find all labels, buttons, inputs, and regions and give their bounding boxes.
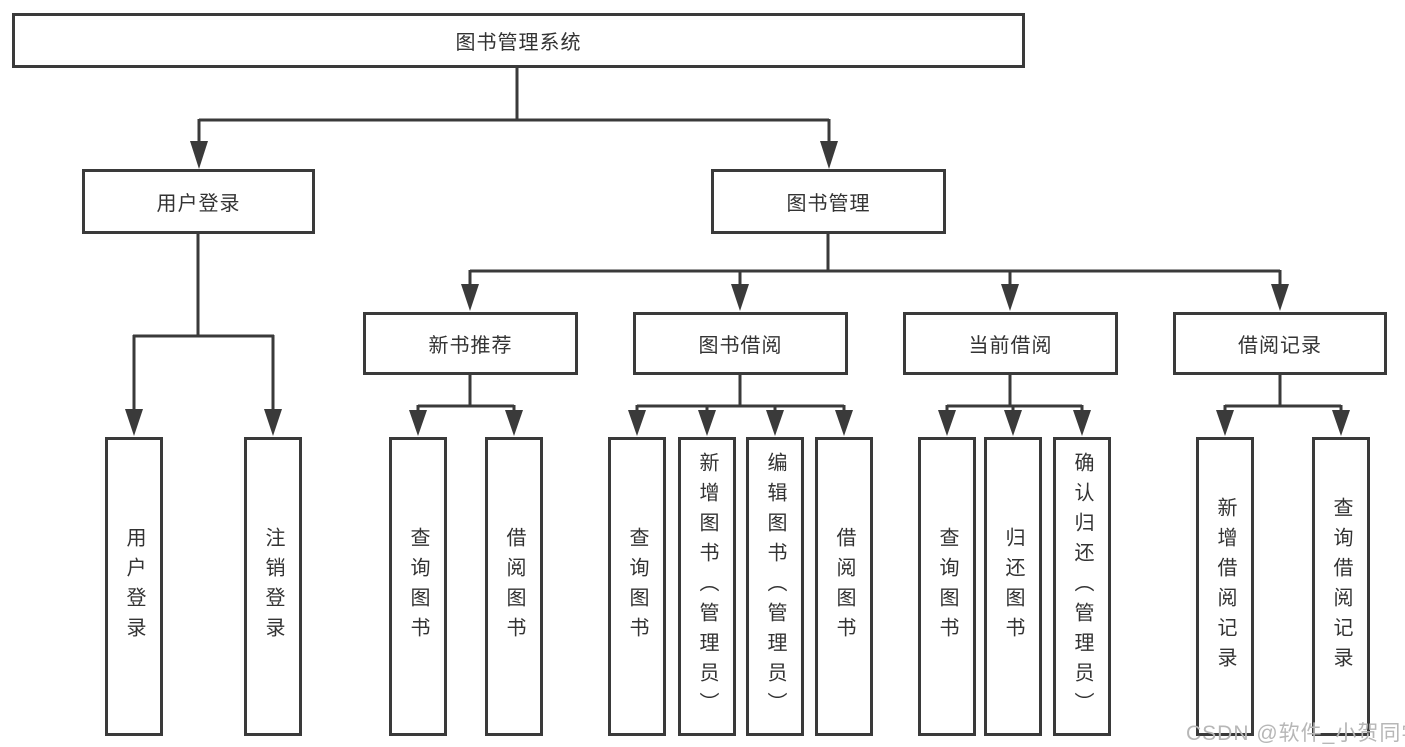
node-label: 注销登录 <box>262 526 284 647</box>
node-label: 借阅记录 <box>1238 335 1322 357</box>
node-current-borrowing: 当前借阅 <box>903 312 1118 375</box>
node-label: 图书借阅 <box>698 335 783 357</box>
node-label: 查询借阅记录 <box>1330 496 1352 677</box>
node-label: 归还图书 <box>1002 526 1024 647</box>
node-leaf-query-borrow-record: 查询借阅记录 <box>1312 437 1370 736</box>
node-label: 查询图书 <box>936 526 958 647</box>
node-leaf-logout: 注销登录 <box>244 437 302 736</box>
node-root-system: 图书管理系统 <box>12 13 1025 68</box>
node-leaf-user-login: 用户登录 <box>105 437 163 736</box>
node-label: 用户登录 <box>123 526 145 647</box>
node-label: 借阅图书 <box>503 526 525 647</box>
node-leaf-return-book: 归还图书 <box>984 437 1042 736</box>
node-label: 图书管理系统 <box>455 32 582 54</box>
node-label: 当前借阅 <box>968 335 1053 357</box>
csdn-watermark: CSDN @软件_小贺同学 <box>1186 722 1405 745</box>
node-leaf-edit-book-admin: 编辑图书（管理员） <box>746 437 804 736</box>
node-label: 查询图书 <box>407 526 429 647</box>
node-borrowing-records: 借阅记录 <box>1173 312 1387 375</box>
node-label: 编辑图书（管理员） <box>764 451 786 722</box>
node-leaf-borrow-books-2: 借阅图书 <box>815 437 873 736</box>
node-book-management: 图书管理 <box>711 169 946 234</box>
node-leaf-borrow-books-1: 借阅图书 <box>485 437 543 736</box>
node-user-login: 用户登录 <box>82 169 315 234</box>
node-label: 新增借阅记录 <box>1214 496 1236 677</box>
node-label: 图书管理 <box>786 193 871 215</box>
node-label: 借阅图书 <box>833 526 855 647</box>
node-new-book-recommend: 新书推荐 <box>363 312 578 375</box>
node-label: 查询图书 <box>626 526 648 647</box>
node-leaf-query-books-3: 查询图书 <box>918 437 976 736</box>
node-label: 新增图书（管理员） <box>696 451 718 722</box>
node-leaf-add-book-admin: 新增图书（管理员） <box>678 437 736 736</box>
node-label: 新书推荐 <box>428 335 513 357</box>
node-leaf-query-books-1: 查询图书 <box>389 437 447 736</box>
node-book-borrowing: 图书借阅 <box>633 312 848 375</box>
node-label: 确认归还（管理员） <box>1071 451 1093 722</box>
node-leaf-add-borrow-record: 新增借阅记录 <box>1196 437 1254 736</box>
node-leaf-confirm-return-admin: 确认归还（管理员） <box>1053 437 1111 736</box>
node-label: 用户登录 <box>156 193 241 215</box>
node-leaf-query-books-2: 查询图书 <box>608 437 666 736</box>
